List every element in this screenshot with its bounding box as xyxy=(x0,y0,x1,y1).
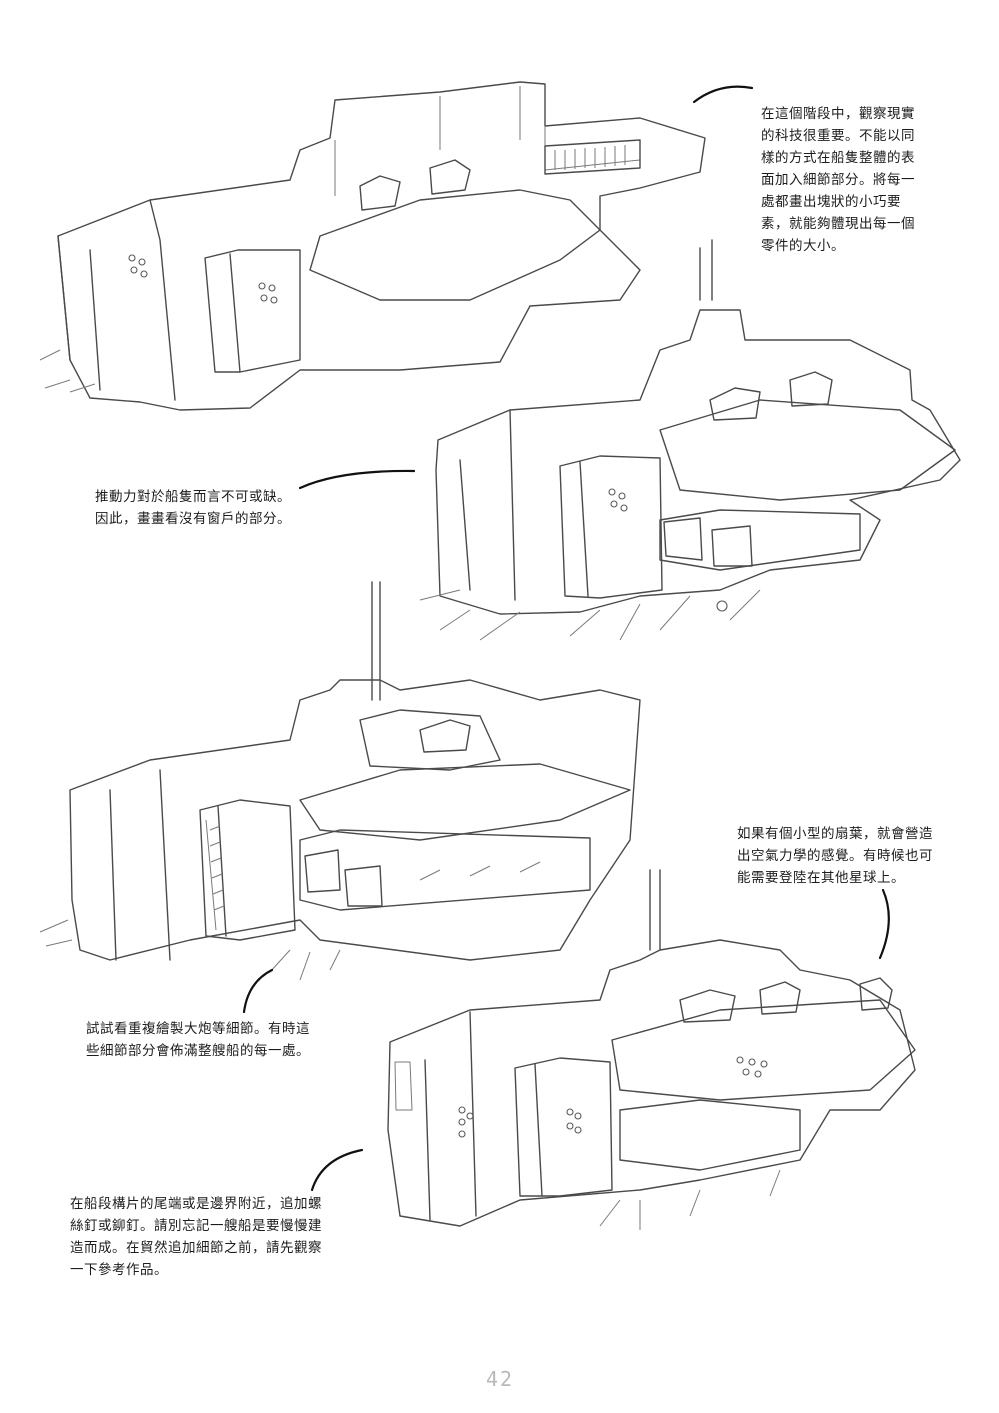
leader-line-5 xyxy=(310,1148,364,1192)
ship-sketch-2 xyxy=(419,239,961,641)
caption-rivets: 在船段構片的尾端或是邊界附近，追加螺 絲釘或鉚釘。請別忘記一艘船是要慢慢建 造而… xyxy=(70,1196,322,1278)
ship-sketch-1 xyxy=(39,81,706,411)
caption-detail-scale: 在這個階段中，觀察現實 的科技很重要。不能以同 樣的方式在船隻整體的表 面加入細… xyxy=(761,106,915,254)
leader-line-4 xyxy=(242,968,274,1014)
caption-fan: 如果有個小型的扇葉，就會營造 出空氣力學的感覺。有時候也可 能需要登陸在其他星球… xyxy=(737,826,933,886)
caption-cannon: 試試看重複繪製大炮等細節。有時這 些細節部分會佈滿整艘船的每一處。 xyxy=(86,1021,310,1059)
ship-sketch-4 xyxy=(387,869,916,1230)
leader-line-2 xyxy=(298,469,416,490)
leader-line-1 xyxy=(692,85,754,104)
caption-thrust: 推動力對於船隻而言不可或缺。 因此，畫畫看沒有窗戶的部分。 xyxy=(95,489,291,527)
ship-sketch-3 xyxy=(39,581,641,981)
page-number: 42 xyxy=(485,1367,515,1391)
leader-line-3 xyxy=(878,888,890,960)
